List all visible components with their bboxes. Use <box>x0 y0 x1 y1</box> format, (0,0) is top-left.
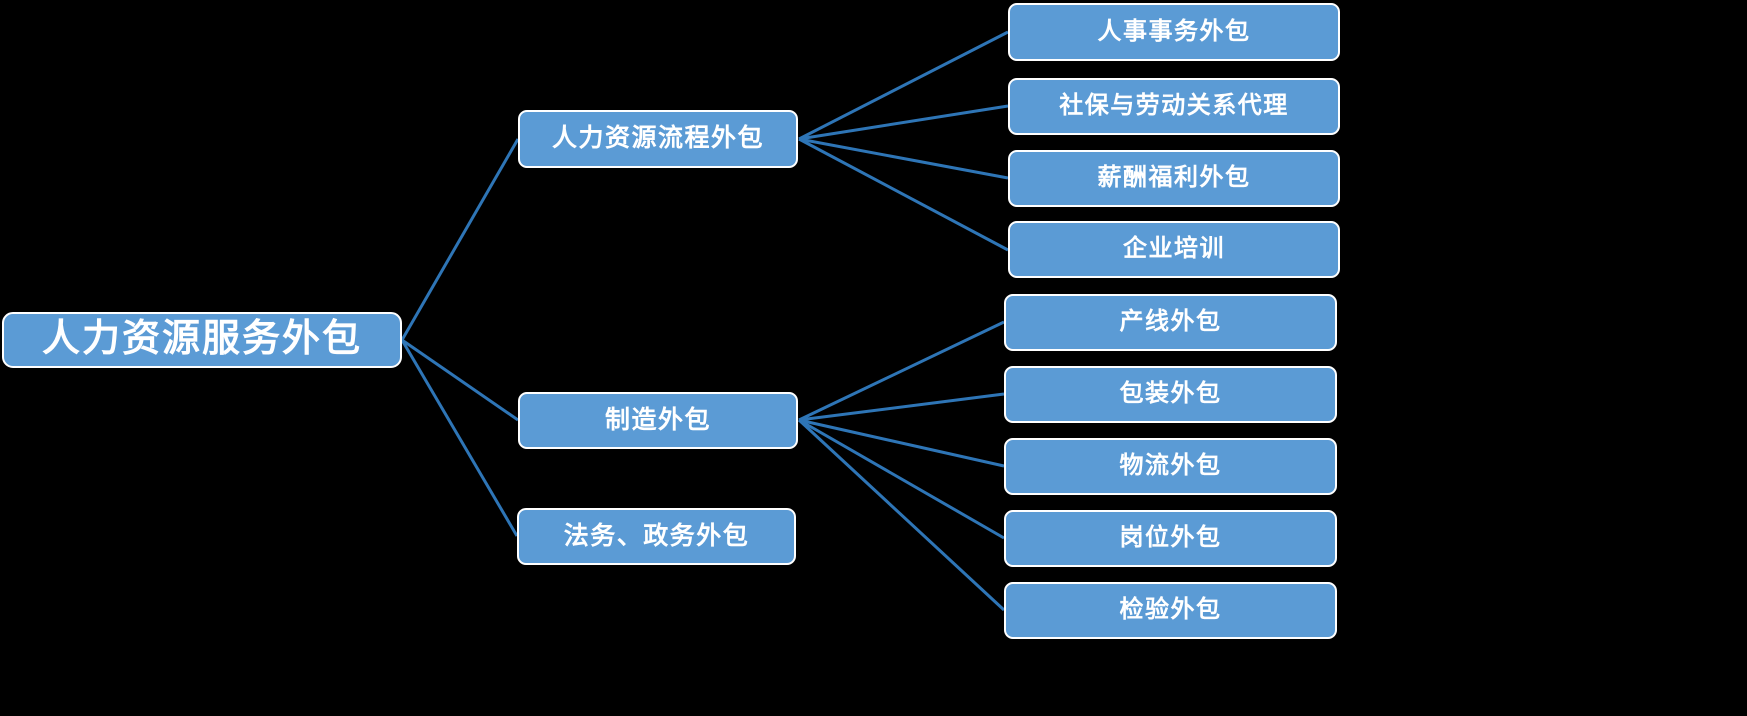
branch-node-label: 法务、政务外包 <box>563 521 750 550</box>
leaf-node-enterprise-training[interactable]: 企业培训 <box>1008 221 1340 278</box>
leaf-node-label: 企业培训 <box>1123 235 1225 263</box>
leaf-node-production-line-outsourcing[interactable]: 产线外包 <box>1004 294 1337 351</box>
branch-node-label: 人力资源流程外包 <box>551 124 764 153</box>
connector-root-to-manufacturing <box>401 338 519 422</box>
connector-hr-to-payroll-benefits <box>798 137 1009 180</box>
leaf-node-label: 岗位外包 <box>1119 524 1222 552</box>
connector-mfg-to-inspection <box>797 418 1006 612</box>
leaf-node-payroll-benefits-outsourcing[interactable]: 薪酬福利外包 <box>1008 150 1340 207</box>
root-node-label: 人力资源服务外包 <box>41 318 362 361</box>
leaf-node-inspection-outsourcing[interactable]: 检验外包 <box>1004 582 1337 639</box>
leaf-node-label: 包装外包 <box>1119 380 1222 408</box>
leaf-node-label: 产线外包 <box>1119 308 1222 336</box>
connector-root-to-legal <box>400 339 519 537</box>
connector-mfg-to-position <box>798 418 1005 540</box>
branch-node-manufacturing-outsourcing[interactable]: 制造外包 <box>518 392 798 449</box>
connector-hr-to-social-insurance <box>798 104 1009 141</box>
connector-mfg-to-logistics <box>798 418 1005 468</box>
connector-mfg-to-production-line <box>798 320 1005 422</box>
leaf-node-label: 社保与劳动关系代理 <box>1059 92 1289 120</box>
leaf-node-label: 检验外包 <box>1119 596 1222 624</box>
connector-hr-to-personnel-affairs <box>798 30 1009 141</box>
connector-root-to-hr-process <box>400 138 520 341</box>
connector-mfg-to-packaging <box>798 392 1005 422</box>
leaf-node-social-insurance-labor-agency[interactable]: 社保与劳动关系代理 <box>1008 78 1340 135</box>
branch-node-legal-government-outsourcing[interactable]: 法务、政务外包 <box>517 508 796 565</box>
leaf-node-position-outsourcing[interactable]: 岗位外包 <box>1004 510 1337 567</box>
branch-node-label: 制造外包 <box>604 405 711 434</box>
connector-hr-to-enterprise-training <box>798 137 1009 252</box>
leaf-node-logistics-outsourcing[interactable]: 物流外包 <box>1004 438 1337 495</box>
leaf-node-label: 薪酬福利外包 <box>1097 164 1251 192</box>
leaf-node-packaging-outsourcing[interactable]: 包装外包 <box>1004 366 1337 423</box>
leaf-node-label: 物流外包 <box>1119 452 1222 480</box>
root-node-hr-service-outsourcing[interactable]: 人力资源服务外包 <box>2 312 402 368</box>
leaf-node-label: 人事事务外包 <box>1097 17 1251 45</box>
leaf-node-personnel-affairs-outsourcing[interactable]: 人事事务外包 <box>1008 3 1340 61</box>
branch-node-hr-process-outsourcing[interactable]: 人力资源流程外包 <box>518 110 798 168</box>
